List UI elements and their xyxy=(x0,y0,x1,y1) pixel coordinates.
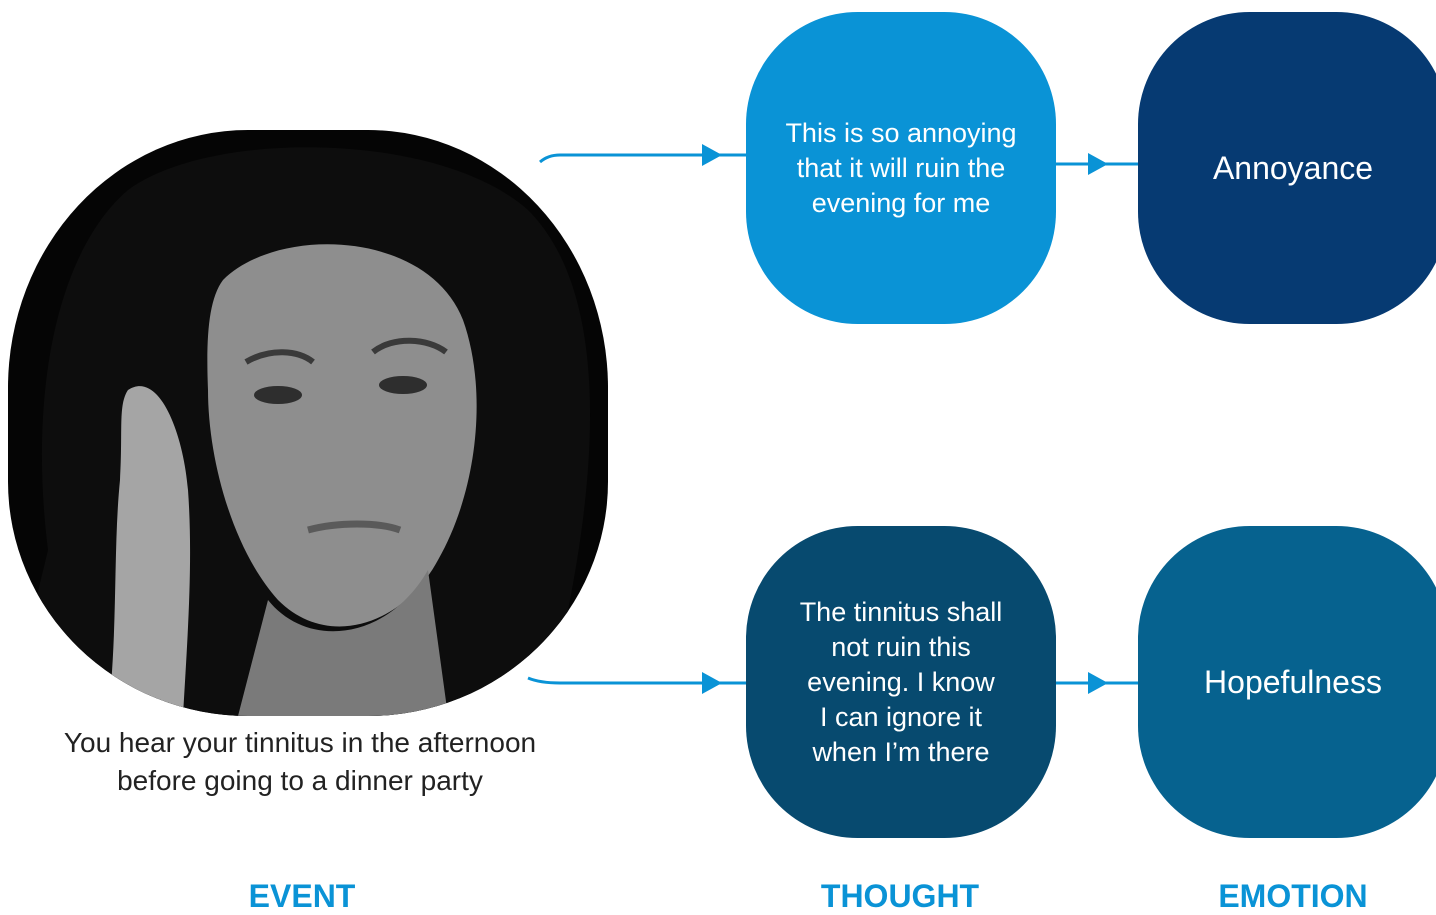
arrowhead-icon xyxy=(702,672,722,694)
emotion-box-annoyance: Annoyance xyxy=(1138,12,1436,324)
arrow-event-to-thought-top xyxy=(539,153,746,164)
thought-text: This is so annoying that it will ruin th… xyxy=(785,117,1017,218)
event-caption: You hear your tinnitus in the afternoon … xyxy=(63,727,537,796)
emotion-text: Annoyance xyxy=(1212,149,1374,186)
arrowhead-icon xyxy=(702,144,722,166)
thought-text: The tinnitus shall not ruin this evening… xyxy=(799,596,1003,767)
column-title-event: EVENT xyxy=(248,878,356,914)
woman-portrait-icon xyxy=(8,147,608,716)
column-title-thought: THOUGHT xyxy=(820,878,980,914)
thought-box-positive: The tinnitus shall not ruin this evening… xyxy=(746,526,1056,838)
event-photo xyxy=(8,130,608,716)
arrowhead-icon xyxy=(1088,153,1108,175)
column-title-emotion: EMOTION xyxy=(1218,878,1368,914)
thought-box-negative: This is so annoying that it will ruin th… xyxy=(746,12,1056,324)
arrowhead-icon xyxy=(1088,672,1108,694)
emotion-text: Hopefulness xyxy=(1204,663,1382,700)
emotion-box-hopefulness: Hopefulness xyxy=(1138,526,1436,838)
